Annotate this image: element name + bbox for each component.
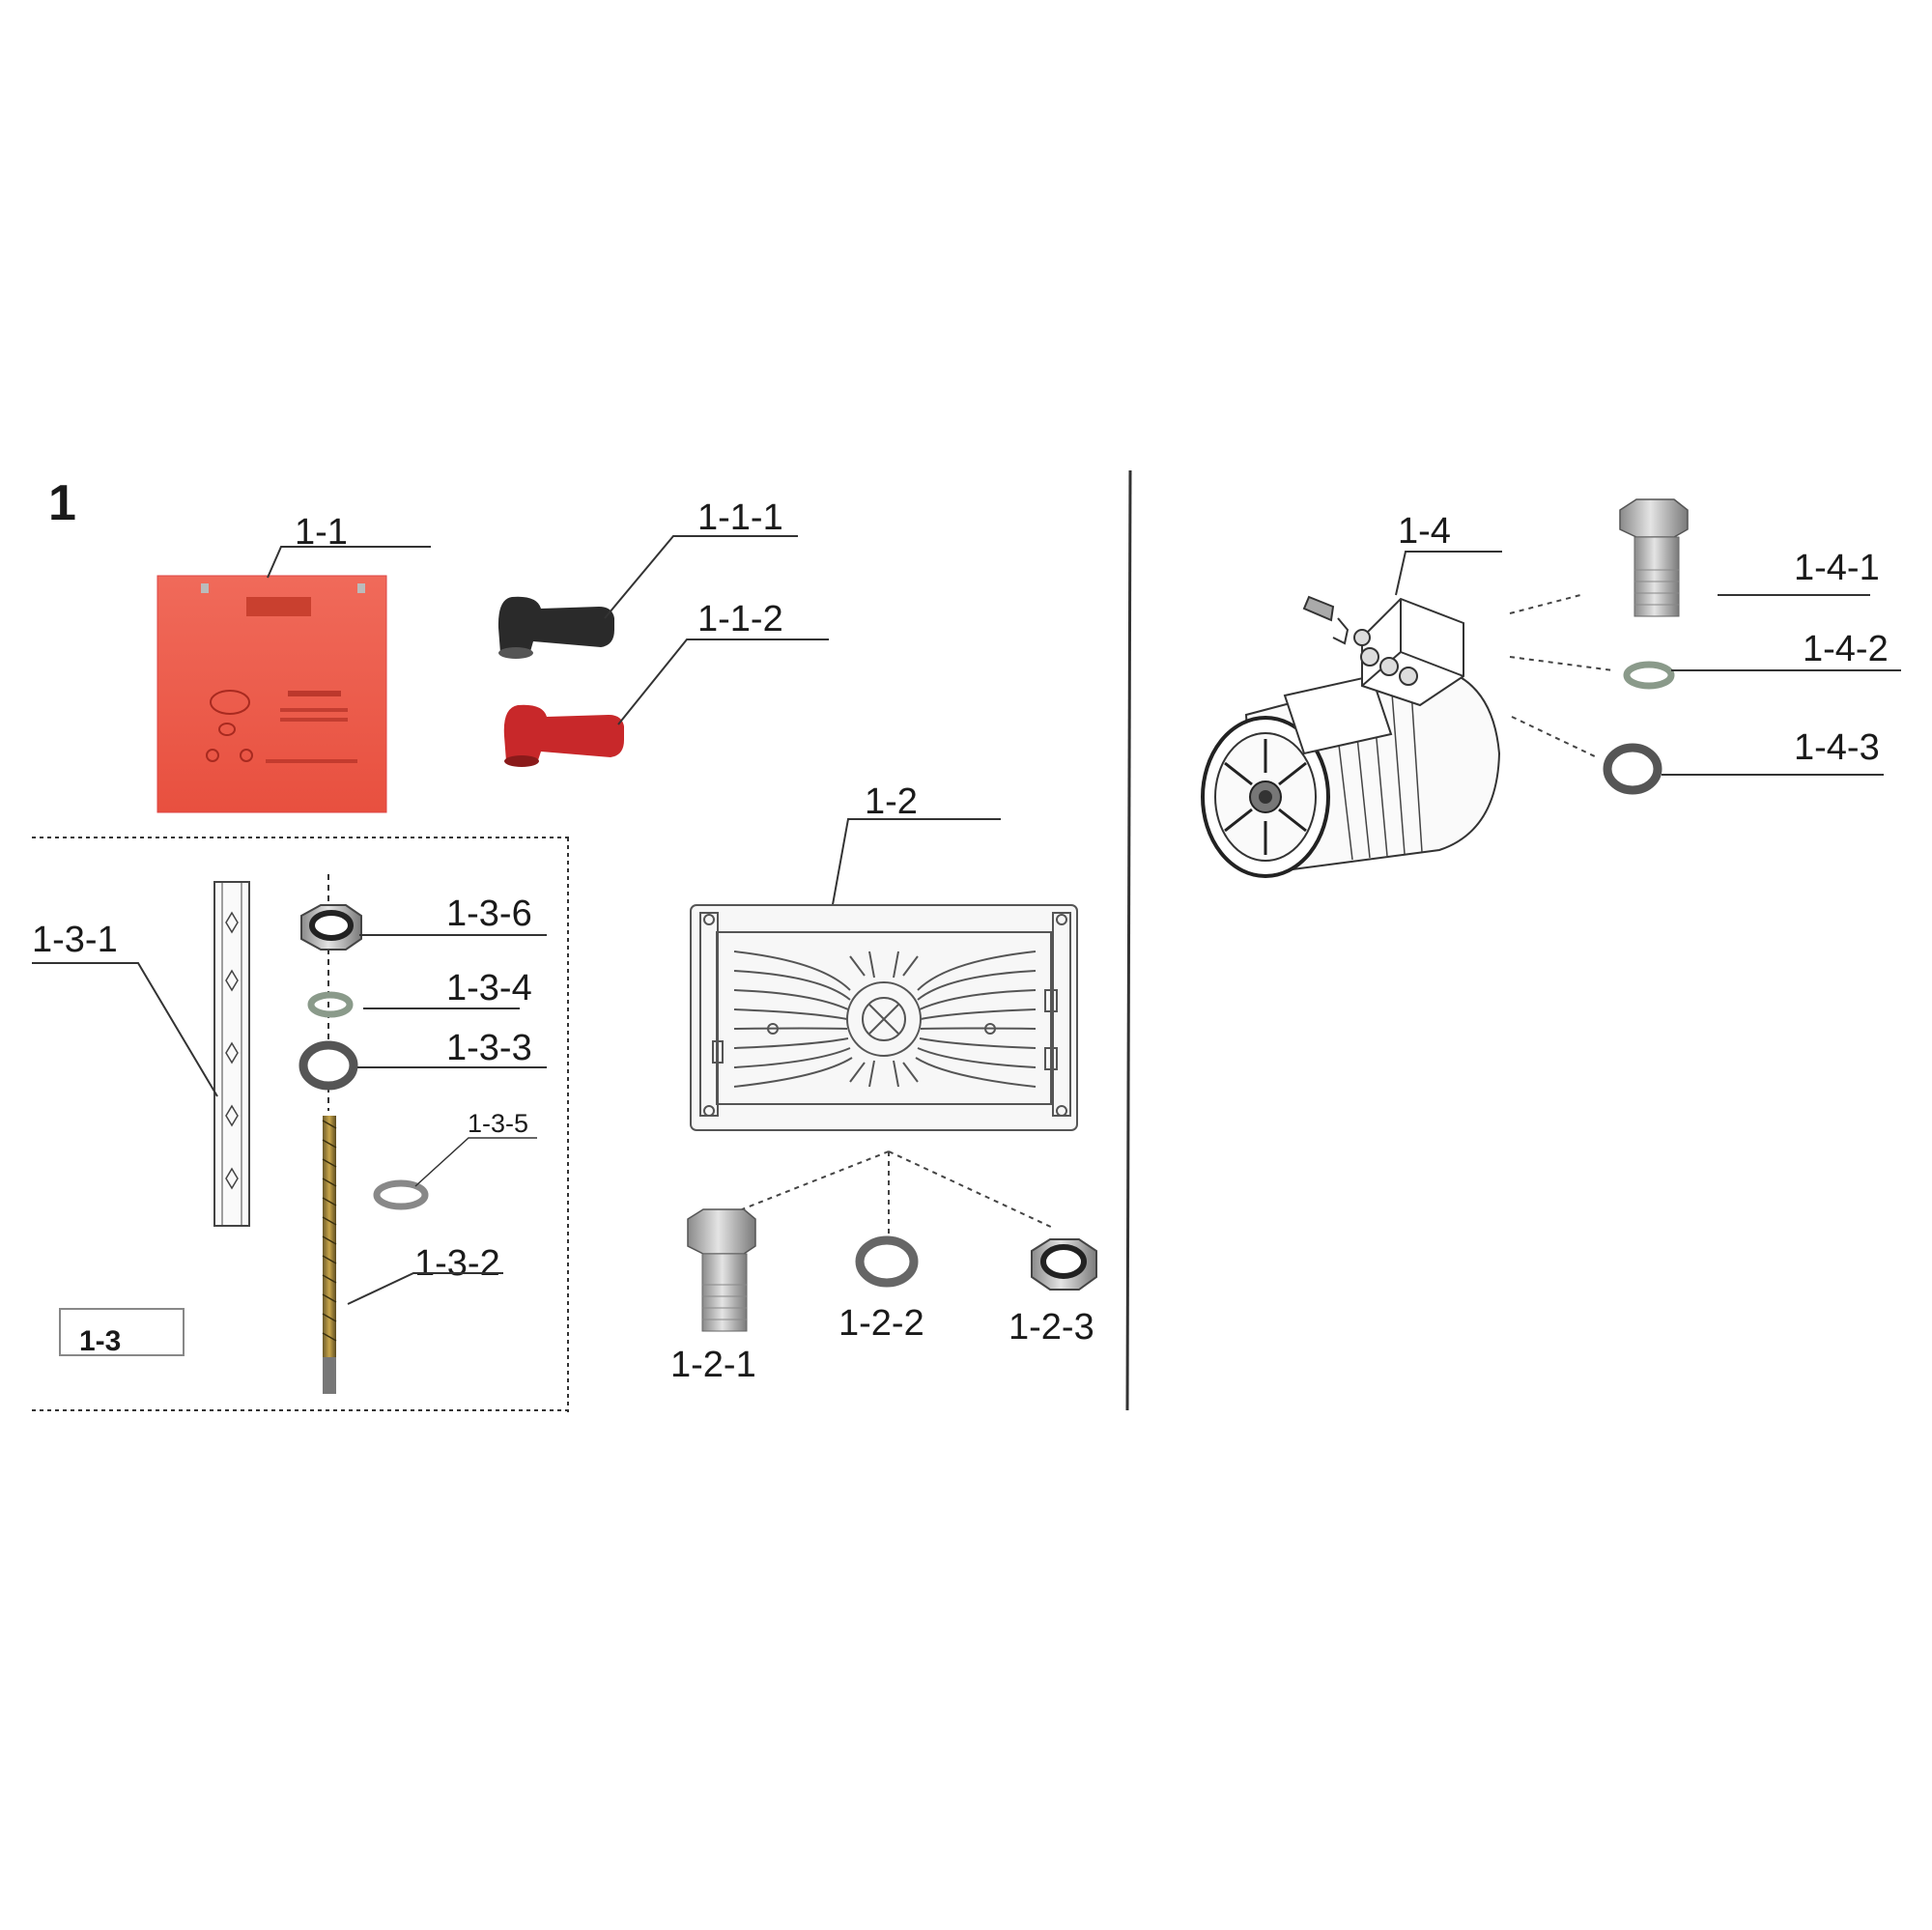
flat-washer-icon xyxy=(855,1235,919,1288)
leader-1-1-1 xyxy=(604,535,798,619)
hex-bolt-icon xyxy=(1619,498,1689,617)
label-1-1-2: 1-1-2 xyxy=(697,599,783,639)
label-1-3-3: 1-3-3 xyxy=(446,1028,532,1068)
label-1-2-3: 1-2-3 xyxy=(1009,1307,1094,1348)
flat-washer-icon xyxy=(1603,743,1662,795)
leader-1-3-5 xyxy=(414,1137,537,1187)
label-1-2: 1-2 xyxy=(865,781,918,822)
label-1-4-1: 1-4-1 xyxy=(1794,548,1880,588)
spring-washer-icon xyxy=(307,991,354,1018)
black-terminal-cap-icon xyxy=(497,596,614,659)
divider-line xyxy=(1125,469,1132,1411)
leader-1-3-2 xyxy=(347,1272,503,1305)
spring-washer-icon xyxy=(1623,661,1675,690)
controller-icon xyxy=(690,904,1078,1131)
label-1-4-2: 1-4-2 xyxy=(1803,629,1889,669)
label-1-4: 1-4 xyxy=(1398,511,1451,552)
leader-1-2 xyxy=(831,818,1001,911)
label-1-4-3: 1-4-3 xyxy=(1794,727,1880,768)
hex-bolt-icon xyxy=(687,1208,756,1332)
lock-nut-icon xyxy=(1031,1238,1097,1291)
label-1-3: 1-3 xyxy=(79,1325,121,1357)
battery-icon xyxy=(156,575,387,813)
leader-1-4 xyxy=(1395,551,1502,596)
section-number: 1 xyxy=(48,475,76,531)
label-1-2-1: 1-2-1 xyxy=(670,1345,756,1385)
leader-1-1 xyxy=(267,546,431,579)
bus-bar-icon xyxy=(213,881,250,1227)
label-1-3-5: 1-3-5 xyxy=(468,1109,528,1138)
motor-icon xyxy=(1201,595,1501,878)
flat-washer-icon xyxy=(373,1179,429,1210)
flat-washer-icon xyxy=(298,1040,358,1091)
label-1-3-1: 1-3-1 xyxy=(32,920,118,960)
label-1-3-4: 1-3-4 xyxy=(446,968,532,1008)
group-label-box-1-3 xyxy=(59,1308,185,1356)
label-1-3-2: 1-3-2 xyxy=(414,1243,500,1284)
label-1-3-6: 1-3-6 xyxy=(446,894,532,934)
label-1-1-1: 1-1-1 xyxy=(697,497,783,538)
lock-nut-icon xyxy=(300,904,362,951)
group-1-3-box xyxy=(32,837,570,1412)
label-1-2-2: 1-2-2 xyxy=(838,1303,924,1344)
red-terminal-cap-icon xyxy=(503,704,624,767)
leader-1-1-2 xyxy=(617,639,829,725)
explode-lines-1-4 xyxy=(1509,593,1614,759)
threaded-rod-icon xyxy=(322,1116,337,1394)
explode-lines-1-2 xyxy=(741,1150,1056,1241)
leader-1-3-1 xyxy=(32,962,218,1097)
